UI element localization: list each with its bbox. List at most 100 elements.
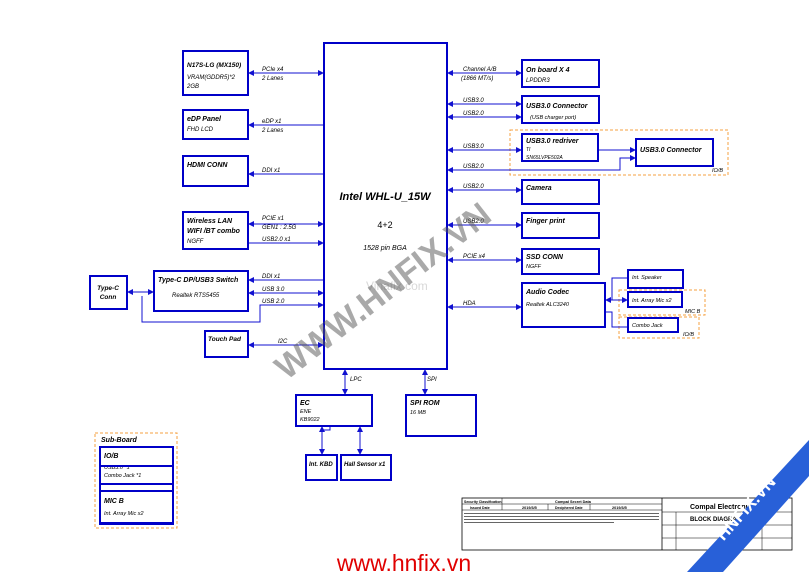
arrow (622, 297, 628, 303)
touchpad-bus-label: I2C (278, 339, 288, 345)
array-mic-block: Int. Array Mic x2 MIC B (627, 291, 701, 315)
typec-usb2-line (141, 296, 324, 323)
usb30-1-label: USB3.0 (463, 98, 484, 104)
subboard-micb-line1: Int. Array Mic x2 (104, 511, 144, 517)
ec-title: EC (300, 400, 311, 407)
subboard-micb-title: MIC B (104, 498, 124, 505)
arrow (127, 289, 133, 295)
wlan-title2: WIFI /BT combo (187, 228, 241, 235)
audio-line1: Realtek ALC3240 (526, 302, 570, 308)
arrow (422, 389, 428, 395)
spi-rom-line1: 16 MB (410, 410, 426, 416)
arrow (516, 257, 522, 263)
arrow (318, 290, 324, 296)
arrow (447, 101, 453, 107)
kbd-title: Int. KBD (309, 462, 333, 468)
wlan-box (182, 211, 249, 250)
ec-block: EC ENE KB9022 (295, 394, 373, 427)
kbd-box (305, 454, 338, 481)
arrow (447, 167, 453, 173)
gpu-bus-label: PCIe x4 (262, 67, 284, 73)
hdmi-box (182, 155, 249, 187)
arrow (248, 277, 254, 283)
gpu-line2: 2GB (186, 84, 199, 90)
usb30-conn1-block: USB3.0 Connector (USB charger port) (521, 95, 600, 124)
arrow (248, 122, 254, 128)
wlan-title: Wireless LAN (187, 218, 233, 225)
ssd-box (521, 248, 600, 275)
arrow (357, 426, 363, 432)
arrow (318, 221, 324, 227)
combo-jack-tag: IO/B (683, 332, 694, 338)
memory-block: On board X 4 LPDDR3 (521, 59, 600, 88)
usb20-1-label: USB2.0 (463, 111, 484, 117)
tb-deciphered: Deciphered Date (555, 506, 583, 510)
usb30-conn1-line1: (USB charger port) (530, 115, 576, 121)
arrow (447, 147, 453, 153)
arrow (248, 171, 254, 177)
edp-bus-sub: 2 Lanes (261, 128, 283, 134)
kbd-block: Int. KBD (305, 454, 338, 481)
url-watermark: www.hnfix.vn (336, 550, 471, 572)
ec-line2: KB9022 (300, 417, 320, 423)
arrow (516, 304, 522, 310)
arrow (516, 187, 522, 193)
redriver-box (521, 133, 599, 162)
arrow (447, 257, 453, 263)
gpu-line1: VRAM(GDDR5)*2 (187, 75, 236, 81)
mic-b-group (618, 289, 706, 316)
arrow (318, 70, 324, 76)
gpu-block: N17S-LG (MX150) VRAM(GDDR5)*2 2GB (182, 50, 249, 96)
audio-title: Audio Codec (525, 289, 569, 296)
arrow (447, 187, 453, 193)
arrow (148, 289, 154, 295)
audio-block: Audio Codec Realtek ALC3240 (521, 282, 606, 328)
arrowheads (127, 70, 636, 455)
hda-bus-label: HDA (463, 301, 476, 307)
tb-issued: Issued Date (470, 506, 490, 510)
usb30-conn2-box (635, 138, 714, 167)
typec-switch-block: Type-C DP/USB3 Switch Realtek RTS5455 (153, 270, 249, 312)
arrow (516, 147, 522, 153)
wlan-line1: NGFF (187, 239, 204, 245)
gpu-bus-sub: 2 Lanes (261, 76, 283, 82)
touchpad-title: Touch Pad (208, 336, 242, 343)
wlan-usb-label: USB2.0 x1 (262, 237, 291, 243)
typec-usb3-label: USB 3.0 (262, 287, 285, 293)
typec-conn-box (89, 275, 128, 310)
combo-jack-block: Combo Jack IO/B (627, 317, 694, 338)
camera-bus-label: USB2.0 (463, 184, 484, 190)
typec-conn-title2: Conn (100, 294, 117, 301)
arrow (357, 449, 363, 455)
arrow (248, 70, 254, 76)
wlan-bus-label: PCIE x1 (262, 216, 284, 222)
hall-box (340, 454, 392, 481)
tb-secret: Compal Secret Data (555, 500, 592, 504)
arrow (248, 221, 254, 227)
ssd-block: SSD CONN NGFF (521, 248, 600, 275)
tb-fineprint (464, 513, 659, 523)
touchpad-box (204, 330, 249, 358)
kbd-line (321, 426, 331, 455)
tb-company: Compal Electronics, Inc. (690, 504, 771, 511)
spi-rom-box (405, 394, 477, 437)
redriver-usb2-line (447, 157, 636, 171)
arrow (319, 449, 325, 455)
redriver-usb2-label: USB2.0 (463, 164, 484, 170)
cpu-box (323, 42, 448, 370)
memory-line1: LPDDR3 (526, 78, 550, 84)
wlan-block: Wireless LAN WIFI /BT combo NGFF (182, 211, 249, 250)
typec-ddi-label: DDI x1 (262, 274, 280, 280)
arrow (422, 369, 428, 375)
arrow (630, 147, 636, 153)
typec-switch-box (153, 270, 249, 312)
typec-conn-block: Type-C Conn (89, 275, 128, 310)
typec-conn-title: Type-C (97, 285, 119, 292)
hdmi-block: HDMI CONN (182, 155, 249, 187)
arrow (447, 304, 453, 310)
array-mic-tag: MIC B (685, 309, 701, 315)
memory-box (521, 59, 600, 88)
hall-title: Hall Sensor x1 (344, 462, 386, 468)
typec-switch-line1: Realtek RTS5455 (172, 293, 220, 299)
tb-security: Security Classification (464, 500, 502, 504)
